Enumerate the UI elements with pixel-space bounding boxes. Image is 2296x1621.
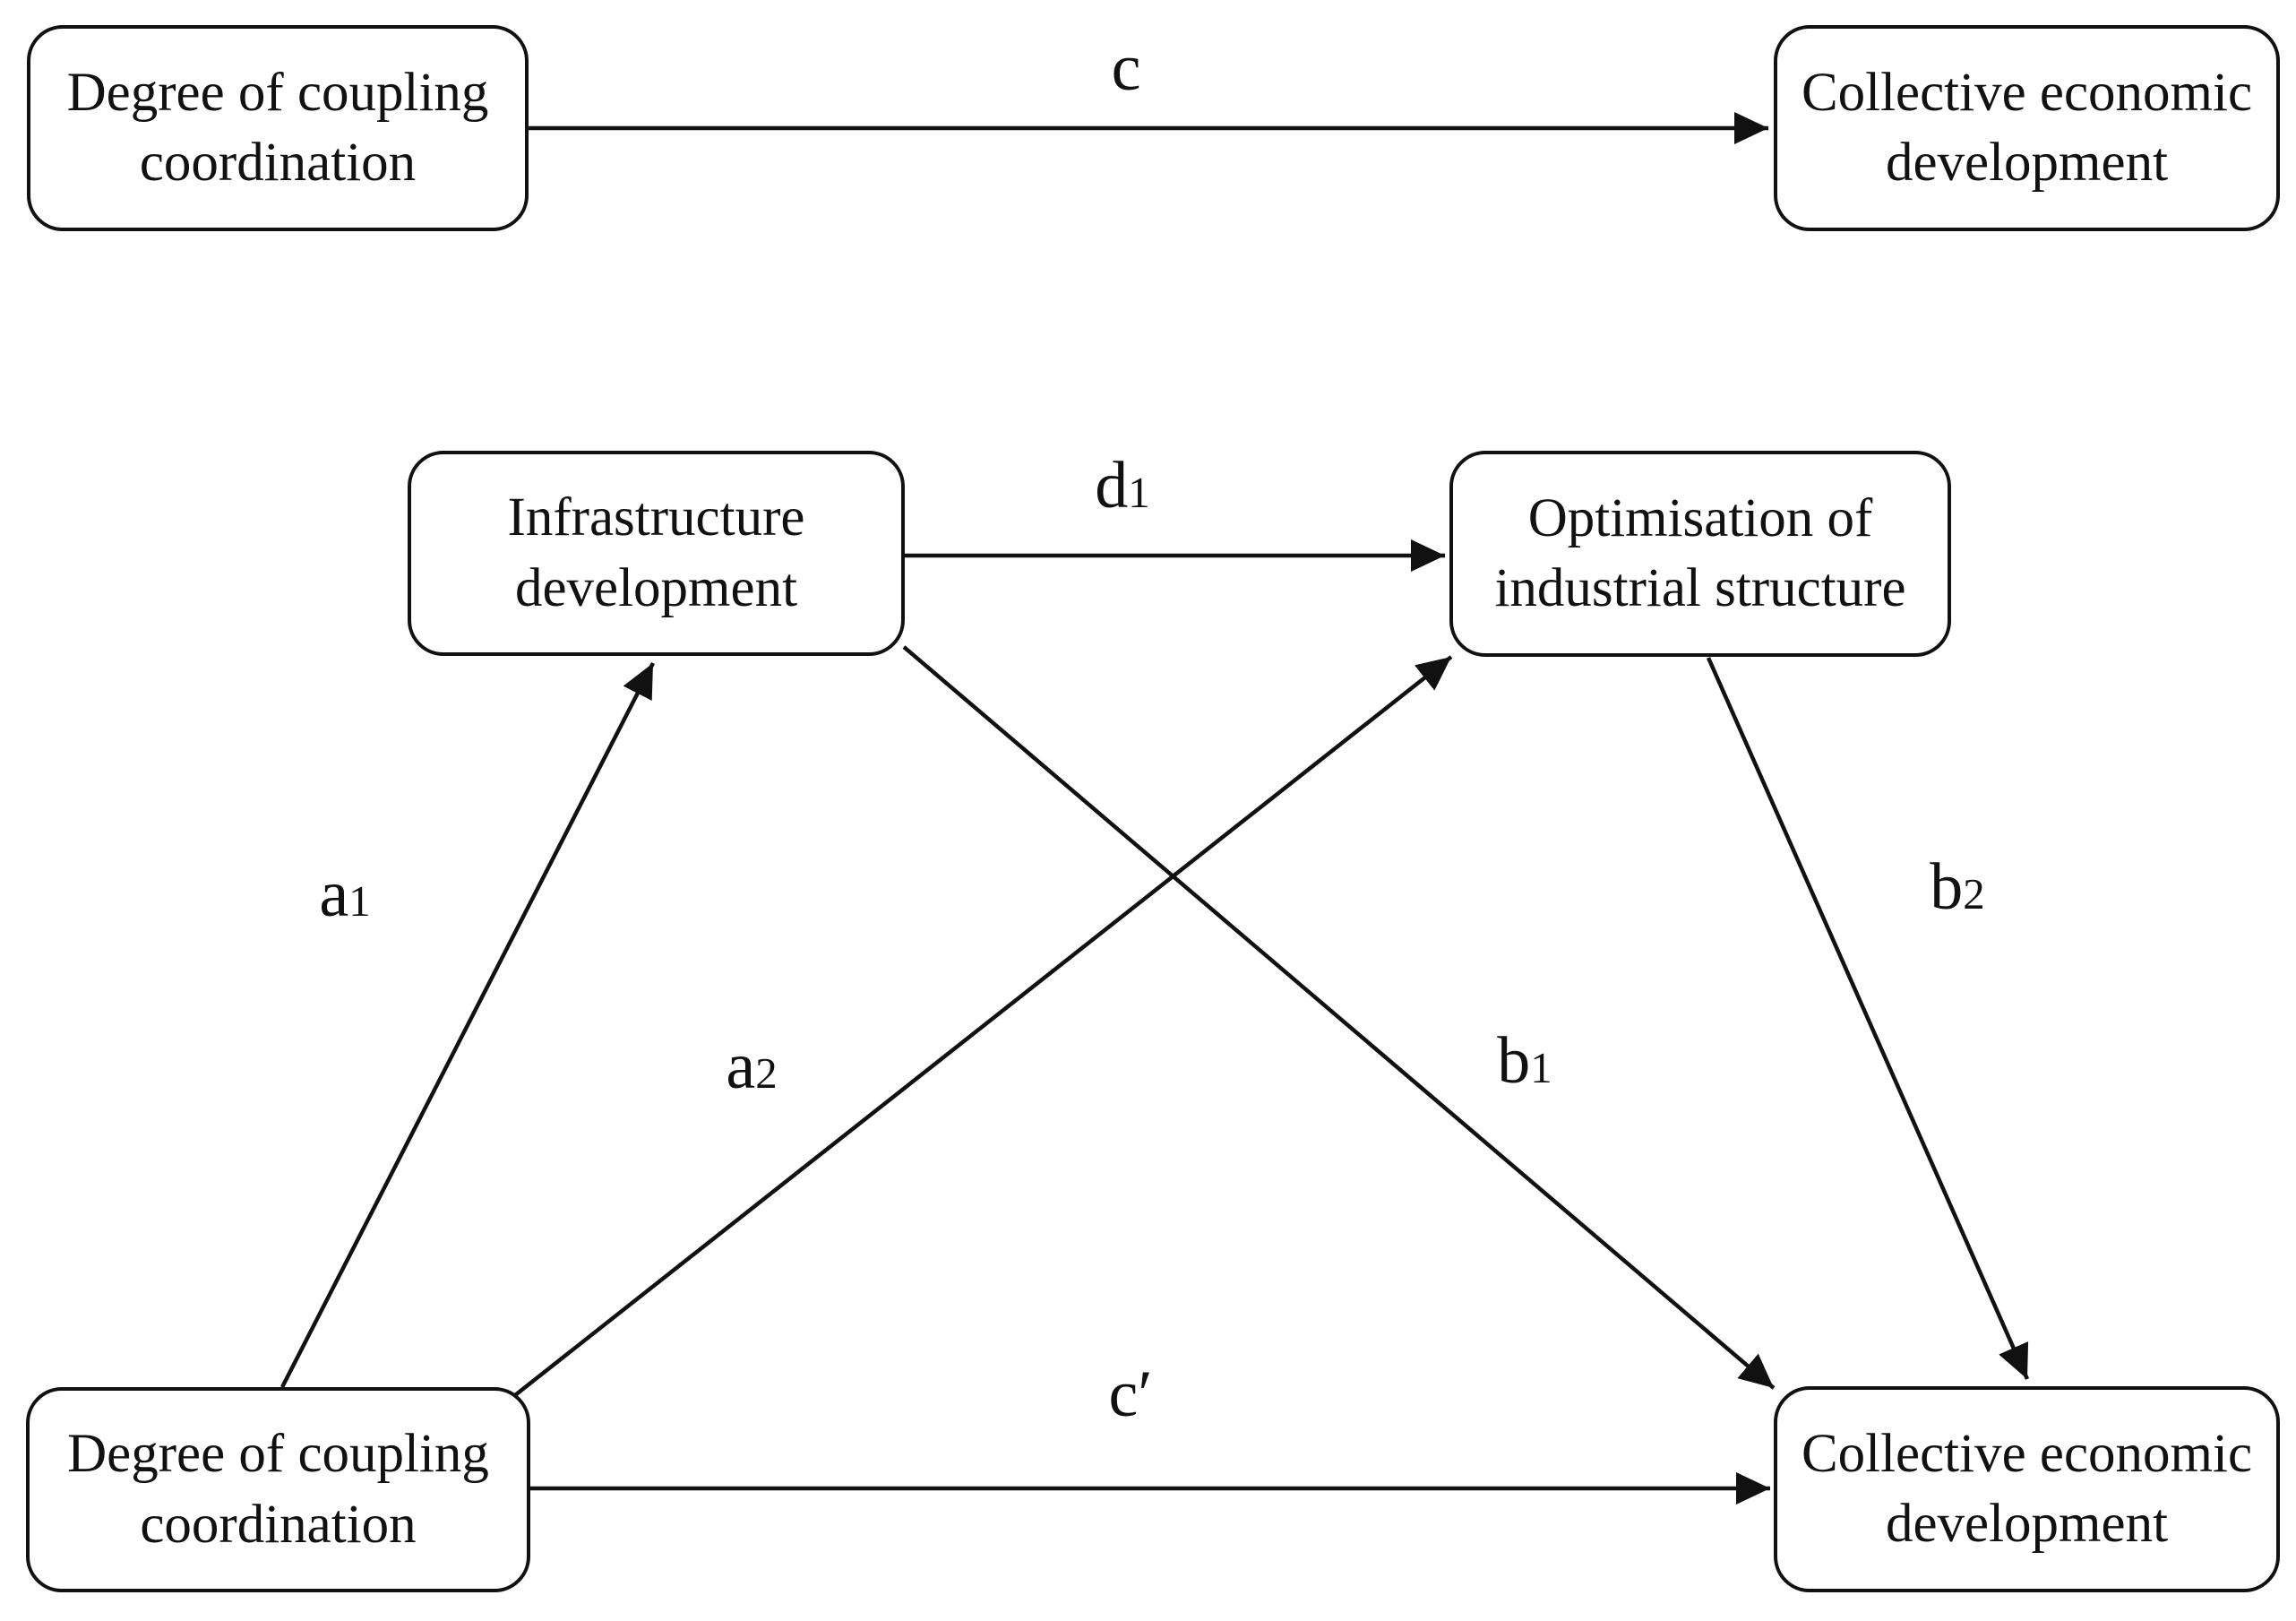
node-top-outcome-line2: development [1885, 133, 2169, 193]
edge-label-a1-sub: 1 [348, 876, 371, 926]
edge-label-d1-base: d [1095, 449, 1129, 522]
node-top-predictor: Degree of coupling coordination [27, 25, 529, 231]
node-bottom-outcome-line2: development [1885, 1494, 2169, 1554]
edge-label-c-base: c [1111, 31, 1141, 105]
node-bottom-predictor: Degree of coupling coordination [26, 1387, 530, 1592]
edge-label-b2: b2 [1930, 854, 1984, 920]
edge-label-a1: a1 [319, 861, 370, 927]
edge-label-a1-base: a [319, 858, 349, 931]
node-mediator-industrial-structure-line1: Optimisation of [1527, 487, 1873, 548]
edge-label-b1-base: b [1497, 1024, 1531, 1098]
edge-label-c: c [1112, 35, 1141, 101]
path-b1-arrow [902, 645, 1776, 1390]
node-mediator-infrastructure-line1: Infrastructure [507, 487, 805, 548]
edge-label-b1: b1 [1497, 1028, 1552, 1094]
node-bottom-outcome-line1: Collective economic [1801, 1423, 2253, 1484]
node-bottom-outcome: Collective economic development [1774, 1386, 2280, 1592]
edge-label-c-prime: c′ [1108, 1361, 1152, 1427]
edge-label-a2: a2 [726, 1033, 777, 1099]
node-top-predictor-line2: coordination [139, 133, 417, 193]
edge-label-c-prime-base: c′ [1108, 1358, 1153, 1431]
node-mediator-infrastructure: Infrastructure development [408, 451, 905, 656]
edge-label-b1-sub: 1 [1530, 1043, 1552, 1092]
edge-label-a2-sub: 2 [755, 1048, 778, 1098]
path-a2-arrow [513, 655, 1453, 1397]
edge-label-d1-sub: 1 [1128, 468, 1150, 517]
node-mediator-industrial-structure-line2: industrial structure [1494, 558, 1906, 618]
edge-label-d1: d1 [1095, 453, 1149, 519]
node-bottom-predictor-line2: coordination [140, 1494, 417, 1555]
node-mediator-infrastructure-line2: development [514, 557, 798, 618]
node-top-outcome-line1: Collective economic [1801, 62, 2253, 123]
edge-label-a2-base: a [726, 1030, 756, 1103]
path-a1-arrow [279, 661, 656, 1389]
node-top-predictor-line1: Degree of coupling [66, 62, 489, 123]
edge-label-b2-sub: 2 [1963, 869, 1985, 918]
node-bottom-predictor-line1: Degree of coupling [67, 1424, 489, 1485]
node-top-outcome: Collective economic development [1774, 25, 2280, 231]
node-mediator-industrial-structure: Optimisation of industrial structure [1449, 451, 1951, 657]
edge-label-b2-base: b [1930, 850, 1964, 924]
path-b2-arrow [1706, 657, 2030, 1380]
